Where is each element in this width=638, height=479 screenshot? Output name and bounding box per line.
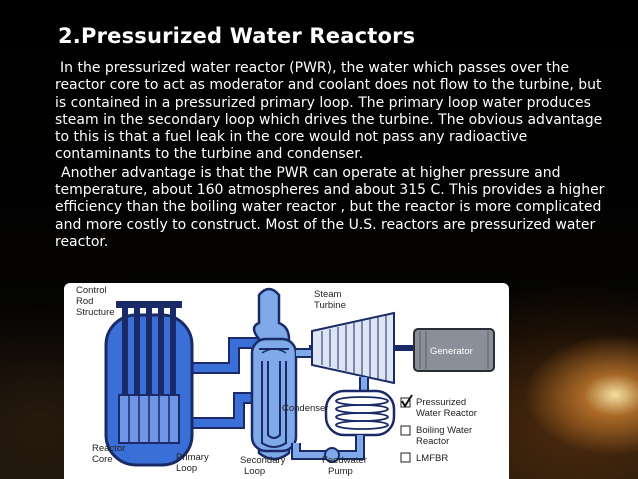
label-feedwater-pump-1: Feedwater — [322, 455, 367, 466]
control-rods — [116, 301, 182, 395]
label-steam-turbine-2: Turbine — [314, 300, 346, 311]
feedwater-pump — [324, 447, 340, 463]
label-primary-loop-1: Primary — [176, 452, 209, 463]
slide-body: In the pressurized water reactor (PWR), … — [55, 60, 617, 251]
label-reactor-core-1: Reactor — [92, 443, 125, 454]
primary-loop-pipe-cold-fill — [192, 394, 259, 427]
primary-loop-pipe-hot-fill — [192, 339, 259, 372]
legend-pwr-1: Pressurized — [416, 397, 466, 408]
label-feedwater-pump-2: Pump — [328, 466, 353, 477]
label-control-rod-1: Control — [76, 285, 107, 296]
turbine-blades — [321, 315, 387, 381]
legend-checkbox-lmfbr — [400, 452, 411, 463]
legend-bwr-1: Boiling Water — [416, 425, 472, 436]
legend-pwr-2: Water Reactor — [416, 408, 477, 419]
legend-bwr-2: Reactor — [416, 436, 449, 447]
steam-turbine — [311, 311, 395, 385]
core-fuel-lines — [128, 395, 170, 443]
label-reactor-core-2: Core — [92, 454, 113, 465]
condenser-coil — [335, 396, 389, 430]
label-condenser: Condenser — [282, 403, 328, 414]
check-icon — [401, 394, 413, 408]
label-steam-turbine-1: Steam — [314, 289, 342, 300]
label-generator: Generator — [430, 346, 473, 357]
paragraph-1: In the pressurized water reactor (PWR), … — [55, 60, 603, 163]
legend: Pressurized Water Reactor Boiling Water … — [400, 394, 477, 464]
paragraph-2: Another advantage is that the PWR can op… — [55, 164, 605, 250]
legend-lmfbr: LMFBR — [416, 453, 448, 464]
legend-checkbox-bwr — [400, 425, 411, 436]
slide-title: 2.Pressurized Water Reactors — [58, 24, 416, 48]
pwr-diagram: Generator Control Rod Structure Steam Tu… — [64, 283, 509, 479]
generator-fins — [419, 331, 489, 369]
steam-generator-body — [250, 337, 298, 453]
label-secondary-loop-2: Loop — [244, 466, 265, 477]
generator — [413, 328, 495, 372]
label-control-rod-3: Structure — [76, 307, 115, 318]
label-control-rod-2: Rod — [76, 296, 93, 307]
label-secondary-loop-1: Secondary — [240, 455, 286, 466]
steam-generator-tubes — [261, 361, 287, 448]
pwr-diagram-svg: Generator Control Rod Structure Steam Tu… — [76, 285, 495, 477]
turbine-shaft — [394, 345, 414, 351]
label-primary-loop-2: Loop — [176, 463, 197, 474]
